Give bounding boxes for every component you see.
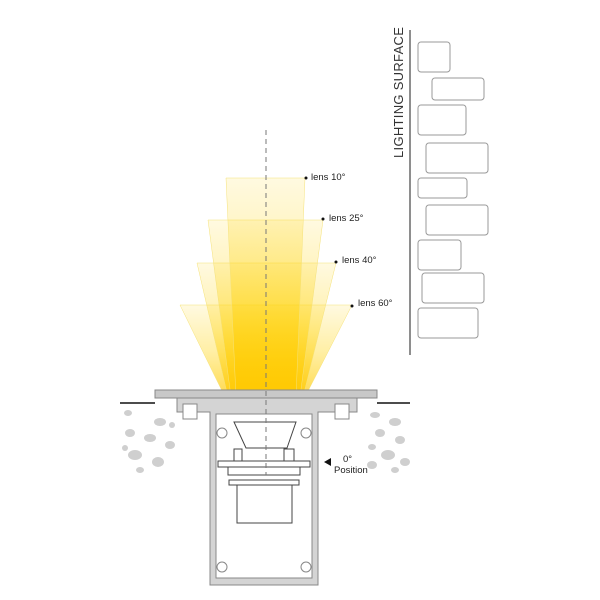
- lens-60-label: lens 60°: [358, 298, 393, 309]
- surface-brick: [417, 41, 451, 73]
- lighting-surface-label: LIGHTING SURFACE: [391, 27, 406, 158]
- driver-box: [236, 484, 293, 524]
- lighting-surface: LIGHTING SURFACE: [391, 27, 489, 355]
- position-text: Position: [334, 465, 368, 476]
- stones: [122, 410, 410, 473]
- surface-brick: [417, 104, 467, 136]
- lens-25-label: lens 25°: [329, 213, 364, 224]
- lens-labels: lens 10° lens 25° lens 40° lens 60°: [304, 172, 393, 309]
- arrow-left-icon: [324, 458, 331, 466]
- surface-brick: [421, 272, 485, 304]
- position-angle: 0°: [343, 454, 352, 465]
- surface-brick: [417, 239, 462, 271]
- lens-10-label: lens 10°: [311, 172, 346, 183]
- surface-brick: [417, 307, 479, 339]
- ground: [120, 402, 410, 473]
- fixture-profile: [154, 389, 378, 586]
- surface-brick: [431, 77, 485, 101]
- position-marker: 0° Position: [324, 454, 368, 476]
- reflector: [233, 421, 297, 449]
- surface-brick: [417, 177, 468, 199]
- lens-40-label: lens 40°: [342, 255, 377, 266]
- surface-brick: [425, 204, 489, 236]
- surface-brick: [425, 142, 489, 174]
